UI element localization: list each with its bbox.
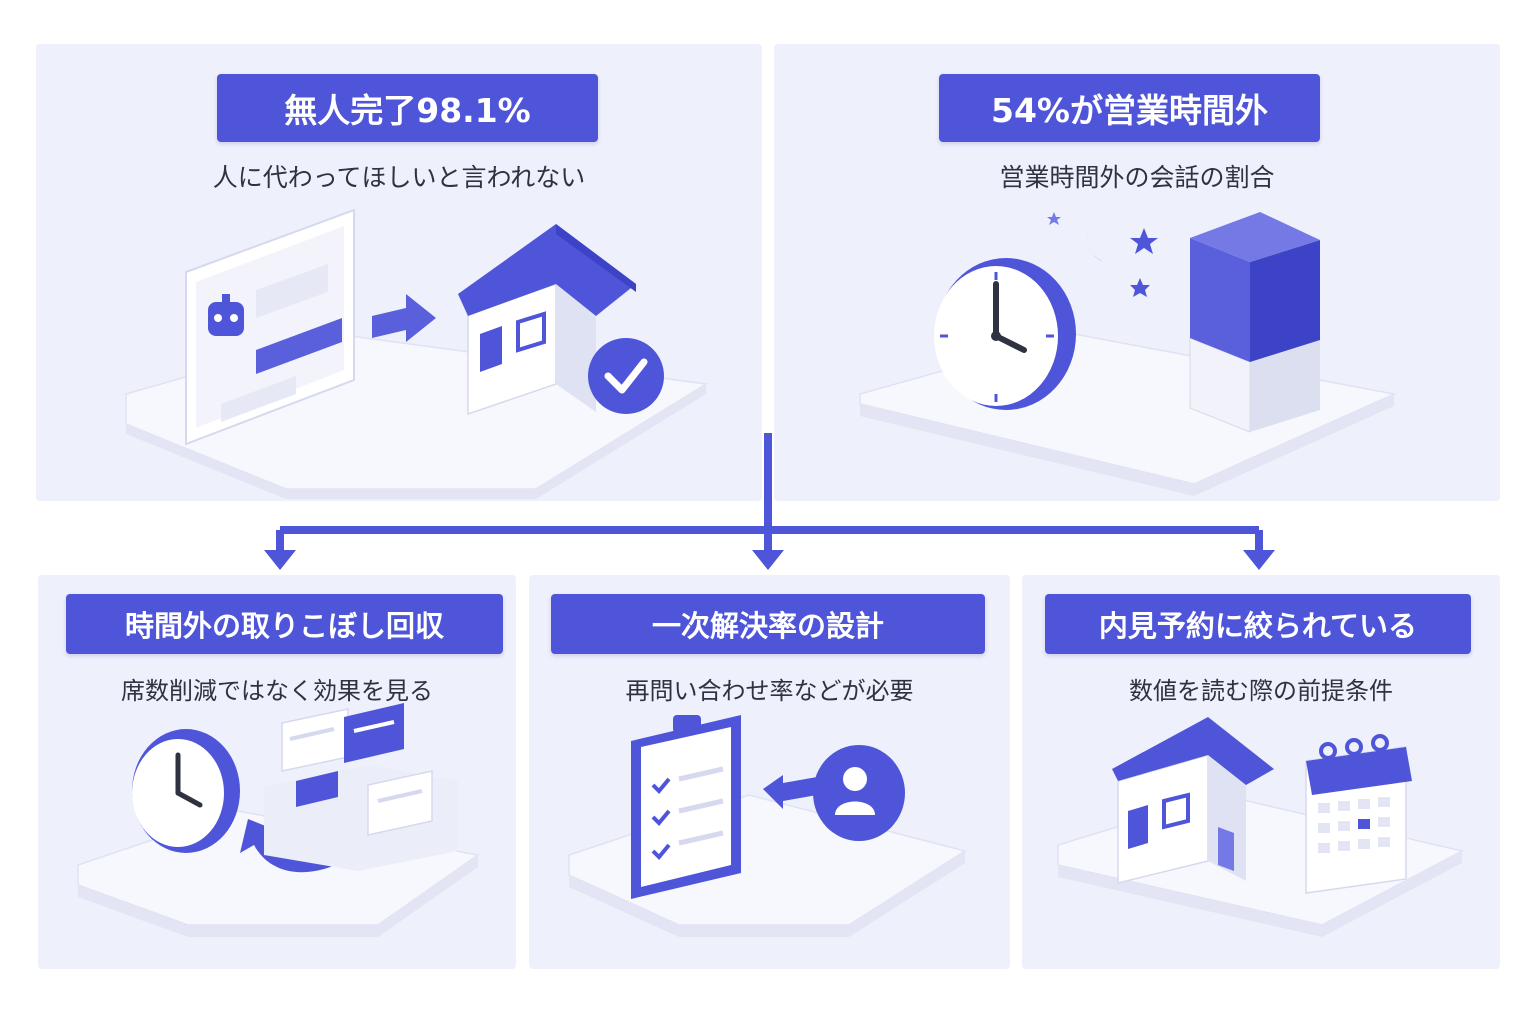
house-icon: [458, 224, 636, 416]
calendar-icon: [1305, 734, 1412, 894]
star-icon: [1130, 278, 1150, 297]
panel-unattended-completion: 無人完了98.1% 人に代わってほしいと言われない: [36, 44, 762, 501]
arrow-down-icon: [264, 550, 296, 570]
stacked-bar-icon: [1189, 212, 1320, 433]
panel-title: 時間外の取りこぼし回収: [66, 594, 503, 654]
panel-title: 54%が営業時間外: [939, 74, 1320, 142]
star-icon: [1130, 228, 1158, 254]
person-icon: [813, 745, 905, 841]
checkmark-icon: [588, 338, 664, 414]
illustration-chatbot-to-house: [125, 208, 709, 499]
star-icon: [1047, 212, 1061, 225]
arrow-down-icon: [752, 550, 784, 570]
panel-after-hours-recovery: 時間外の取りこぼし回収 席数削減ではなく効果を見る: [38, 575, 516, 969]
house-icon: [1112, 717, 1274, 884]
chatbot-screen-icon: [185, 208, 355, 446]
arrow-left-icon: [763, 775, 817, 809]
arrow-down-icon: [1243, 550, 1275, 570]
illustration-house-and-calendar: [1057, 717, 1465, 937]
panel-title: 無人完了98.1%: [217, 74, 598, 142]
clipboard-checklist-icon: [631, 715, 741, 899]
panel-viewing-reservation: 内見予約に絞られている 数値を読む際の前提条件: [1022, 575, 1500, 969]
chat-bubbles-icon: [264, 703, 458, 871]
panel-first-contact-resolution: 一次解決率の設計 再問い合わせ率などが必要: [529, 575, 1010, 969]
arrow-right-icon: [372, 294, 436, 342]
moon-icon: [1087, 212, 1124, 264]
panel-subtitle: 営業時間外の会話の割合: [999, 163, 1275, 192]
panel-title: 一次解決率の設計: [551, 594, 985, 654]
panel-subtitle: 人に代わってほしいと言われない: [212, 163, 586, 192]
illustration-checklist-and-person: [568, 715, 967, 937]
illustration-clock-and-bar: [859, 212, 1397, 496]
panel-after-hours: 54%が営業時間外 営業時間外の会話の割合: [774, 44, 1500, 501]
panel-title: 内見予約に絞られている: [1045, 594, 1471, 654]
clock-icon: [934, 258, 1076, 410]
panel-subtitle: 数値を読む際の前提条件: [1129, 677, 1393, 705]
panel-subtitle: 再問い合わせ率などが必要: [625, 677, 914, 705]
clock-icon: [132, 729, 240, 853]
panel-subtitle: 席数削減ではなく効果を見る: [121, 677, 433, 705]
illustration-clock-and-chats: [77, 703, 480, 937]
